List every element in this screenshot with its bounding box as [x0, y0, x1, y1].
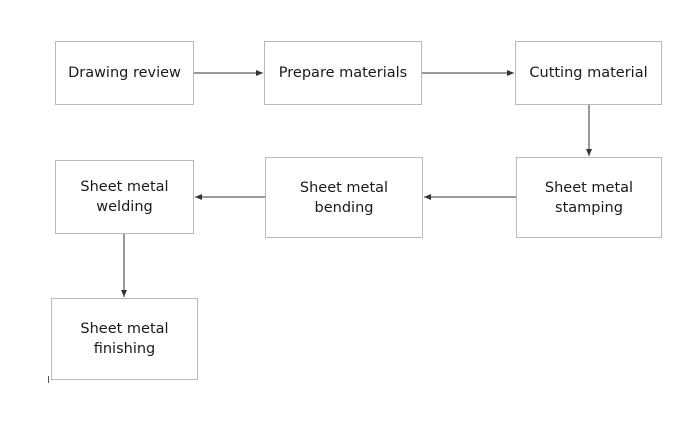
- node-label: Drawing review: [68, 65, 181, 81]
- node-sheet-metal-welding: Sheet metal welding: [55, 160, 194, 234]
- node-prepare-materials: Prepare materials: [264, 41, 422, 105]
- node-label: Cutting material: [529, 65, 648, 81]
- node-sheet-metal-stamping: Sheet metal stamping: [516, 157, 662, 238]
- node-label: Sheet metal bending: [299, 179, 389, 216]
- stray-mark: [48, 376, 49, 383]
- node-sheet-metal-finishing: Sheet metal finishing: [51, 298, 198, 380]
- node-sheet-metal-bending: Sheet metal bending: [265, 157, 423, 238]
- node-label: Sheet metal stamping: [544, 179, 634, 216]
- node-drawing-review: Drawing review: [55, 41, 194, 105]
- node-label: Sheet metal welding: [80, 179, 169, 215]
- node-cutting-material: Cutting material: [515, 41, 662, 105]
- node-label: Sheet metal finishing: [80, 321, 169, 357]
- node-label: Prepare materials: [278, 65, 408, 81]
